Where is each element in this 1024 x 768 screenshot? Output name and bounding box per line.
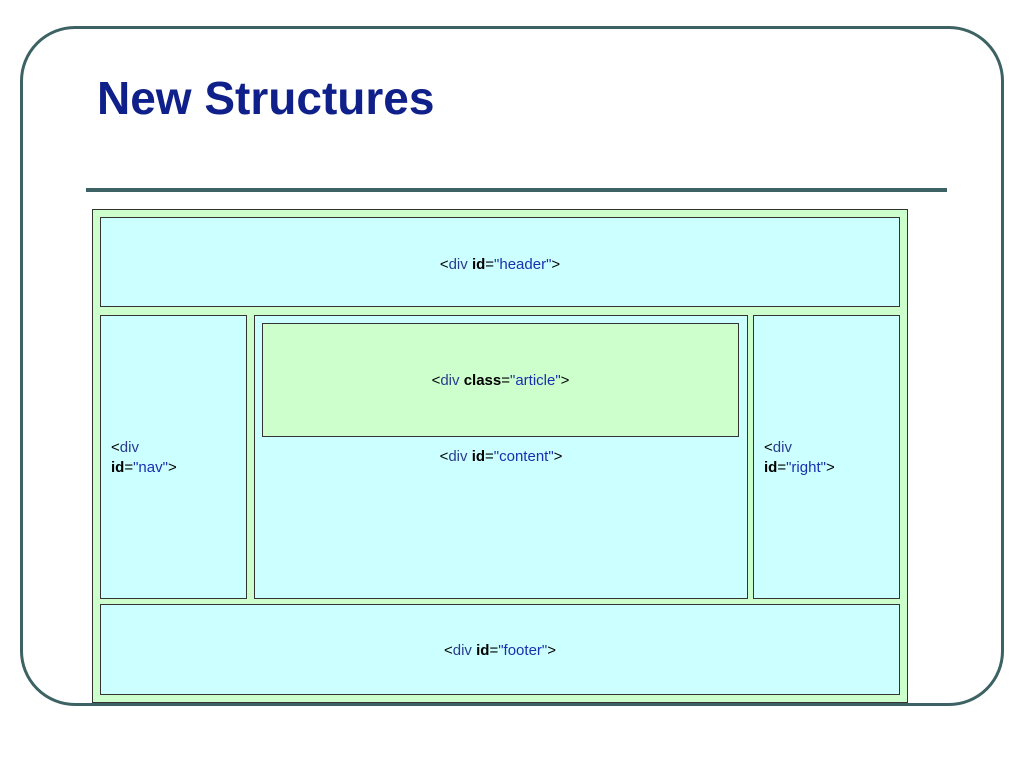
slide-frame [20, 26, 1004, 706]
header-div-box: <div id="header"> [100, 217, 900, 307]
article-div-box: <div class="article"> [262, 323, 739, 437]
footer-div-label: <div id="footer"> [443, 642, 556, 659]
header-div-label: <div id="header"> [439, 256, 561, 273]
content-div-label: <div id="content"> [439, 448, 563, 465]
content-div-box: <div class="article"> <div id="content"> [254, 315, 748, 599]
article-div-label: <div class="article"> [431, 372, 570, 389]
footer-div-box: <div id="footer"> [100, 604, 900, 695]
title-divider [86, 188, 947, 192]
slide-title: New Structures [97, 72, 435, 124]
